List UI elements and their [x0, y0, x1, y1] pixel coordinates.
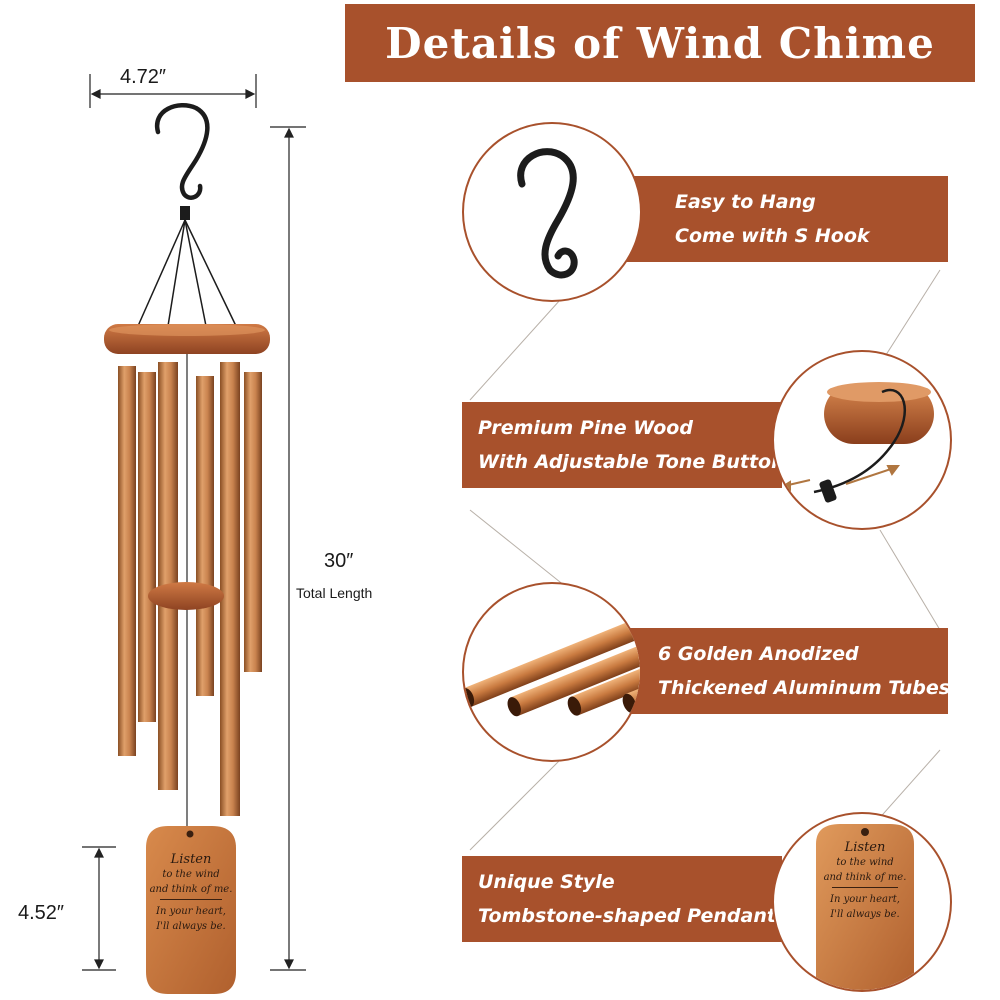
- feature-hook-line-1: Easy to Hang: [675, 191, 816, 213]
- feature-banner-tubes: 6 Golden Anodized Thickened Aluminum Tub…: [620, 628, 951, 714]
- width-label: 4.72″: [120, 66, 167, 88]
- wind-chime-illustration: [82, 74, 306, 994]
- pendant-text-line-4: I'll always be.: [156, 921, 226, 932]
- width-dimension-line: [89, 74, 257, 108]
- feature-circle-pendant: Listen to the wind and think of me. In y…: [772, 812, 952, 992]
- feature-wood-line-1: Premium Pine Wood: [478, 417, 693, 439]
- pendant-text: Listen to the wind and think of me. In y…: [146, 852, 236, 934]
- pendant-closeup-text: Listen to the wind and think of me. In y…: [816, 840, 914, 922]
- hanging-strings: [137, 219, 237, 327]
- pendant-closeup-line-1: to the wind: [836, 857, 894, 868]
- wooden-striker: [148, 582, 224, 610]
- total-length-value: 30″: [324, 550, 354, 572]
- pendant-closeup-line-2: and think of me.: [823, 872, 907, 883]
- aluminum-tubes: [118, 362, 262, 816]
- feature-banner-wood: Premium Pine Wood With Adjustable Tone B…: [462, 402, 785, 488]
- pendant-script-text: Listen: [170, 852, 212, 867]
- pendant-closeup-script: Listen: [844, 840, 886, 855]
- feature-circle-hook: [462, 122, 642, 302]
- tone-button-icon: [779, 382, 934, 503]
- feature-banner-pendant: Unique Style Tombstone-shaped Pendant: [462, 856, 782, 942]
- feature-tubes-line-1: 6 Golden Anodized: [658, 643, 859, 665]
- feature-wood-line-2: With Adjustable Tone Button: [478, 451, 785, 473]
- pendant-illustration: [146, 826, 236, 994]
- feature-pendant-line-2: Tombstone-shaped Pendant: [478, 905, 776, 927]
- pendant-closeup-line-4: I'll always be.: [830, 909, 900, 920]
- pendant-closeup-line-3: In your heart,: [830, 894, 900, 905]
- s-hook-icon: [517, 148, 578, 279]
- pendant-length-label: 4.52″: [18, 902, 65, 924]
- aluminum-tubes-icon: [464, 617, 640, 717]
- feature-banner-hook: Easy to Hang Come with S Hook: [620, 176, 948, 262]
- pendant-text-line-3: In your heart,: [156, 906, 226, 917]
- feature-hook-line-2: Come with S Hook: [675, 225, 870, 247]
- pendant-text-line-1: to the wind: [162, 869, 220, 880]
- page-title: Details of Wind Chime: [385, 18, 935, 68]
- feature-tubes-line-2: Thickened Aluminum Tubes: [658, 677, 951, 699]
- s-hook-icon: [154, 103, 210, 200]
- pendant-dimension-line: [82, 846, 116, 971]
- feature-pendant-line-1: Unique Style: [478, 871, 615, 893]
- total-length-label: Total Length: [296, 585, 373, 601]
- pendant-icon: [816, 824, 914, 990]
- pendant-text-line-2: and think of me.: [149, 884, 233, 895]
- feature-circle-tubes: [462, 582, 642, 762]
- length-dimension-line: [270, 126, 306, 971]
- feature-circle-wood: [772, 350, 952, 530]
- title-banner: Details of Wind Chime: [345, 4, 975, 82]
- connector-lines: [469, 269, 941, 851]
